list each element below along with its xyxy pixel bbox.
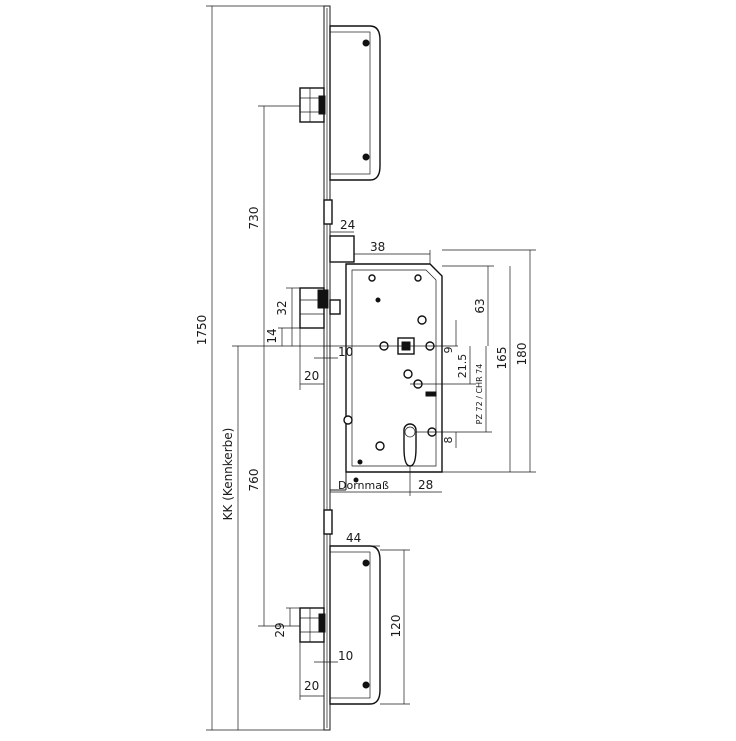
dimension-lines [206, 5, 536, 731]
dim-8: 8 [442, 437, 455, 444]
dim-10-low: 10 [338, 649, 353, 663]
dim-dornmass: Dornmaß [338, 479, 389, 492]
dim-63: 63 [473, 298, 487, 313]
dim-38: 38 [370, 240, 385, 254]
dim-20-mid: 20 [304, 369, 319, 383]
dim-32: 32 [275, 300, 289, 315]
dim-20-low: 20 [304, 679, 319, 693]
dim-14: 14 [265, 328, 279, 343]
lower-keep [329, 545, 381, 705]
lower-bolt [299, 607, 326, 643]
dim-760: 760 [247, 469, 261, 492]
dim-120: 120 [389, 615, 403, 638]
upper-keep [329, 25, 381, 181]
upper-bolt [299, 87, 326, 123]
dim-44: 44 [346, 531, 361, 545]
faceplate-tab-upper [323, 199, 333, 225]
dim-180: 180 [515, 343, 529, 366]
dim-21-5: 21.5 [456, 354, 469, 379]
dim-10-mid: 10 [338, 345, 353, 359]
dim-165: 165 [495, 347, 509, 370]
dim-pz-chr: PZ 72 / CHR 74 [475, 364, 484, 425]
dim-28: 28 [418, 478, 433, 492]
dim-1750: 1750 [195, 315, 209, 346]
main-lock-case [299, 235, 443, 491]
dim-kk: KK (Kennkerbe) [221, 428, 235, 521]
dim-24: 24 [340, 218, 355, 232]
dim-730: 730 [247, 207, 261, 230]
dim-29: 29 [273, 622, 287, 637]
dim-9: 9 [442, 347, 455, 354]
faceplate-tab-lower [323, 509, 333, 535]
